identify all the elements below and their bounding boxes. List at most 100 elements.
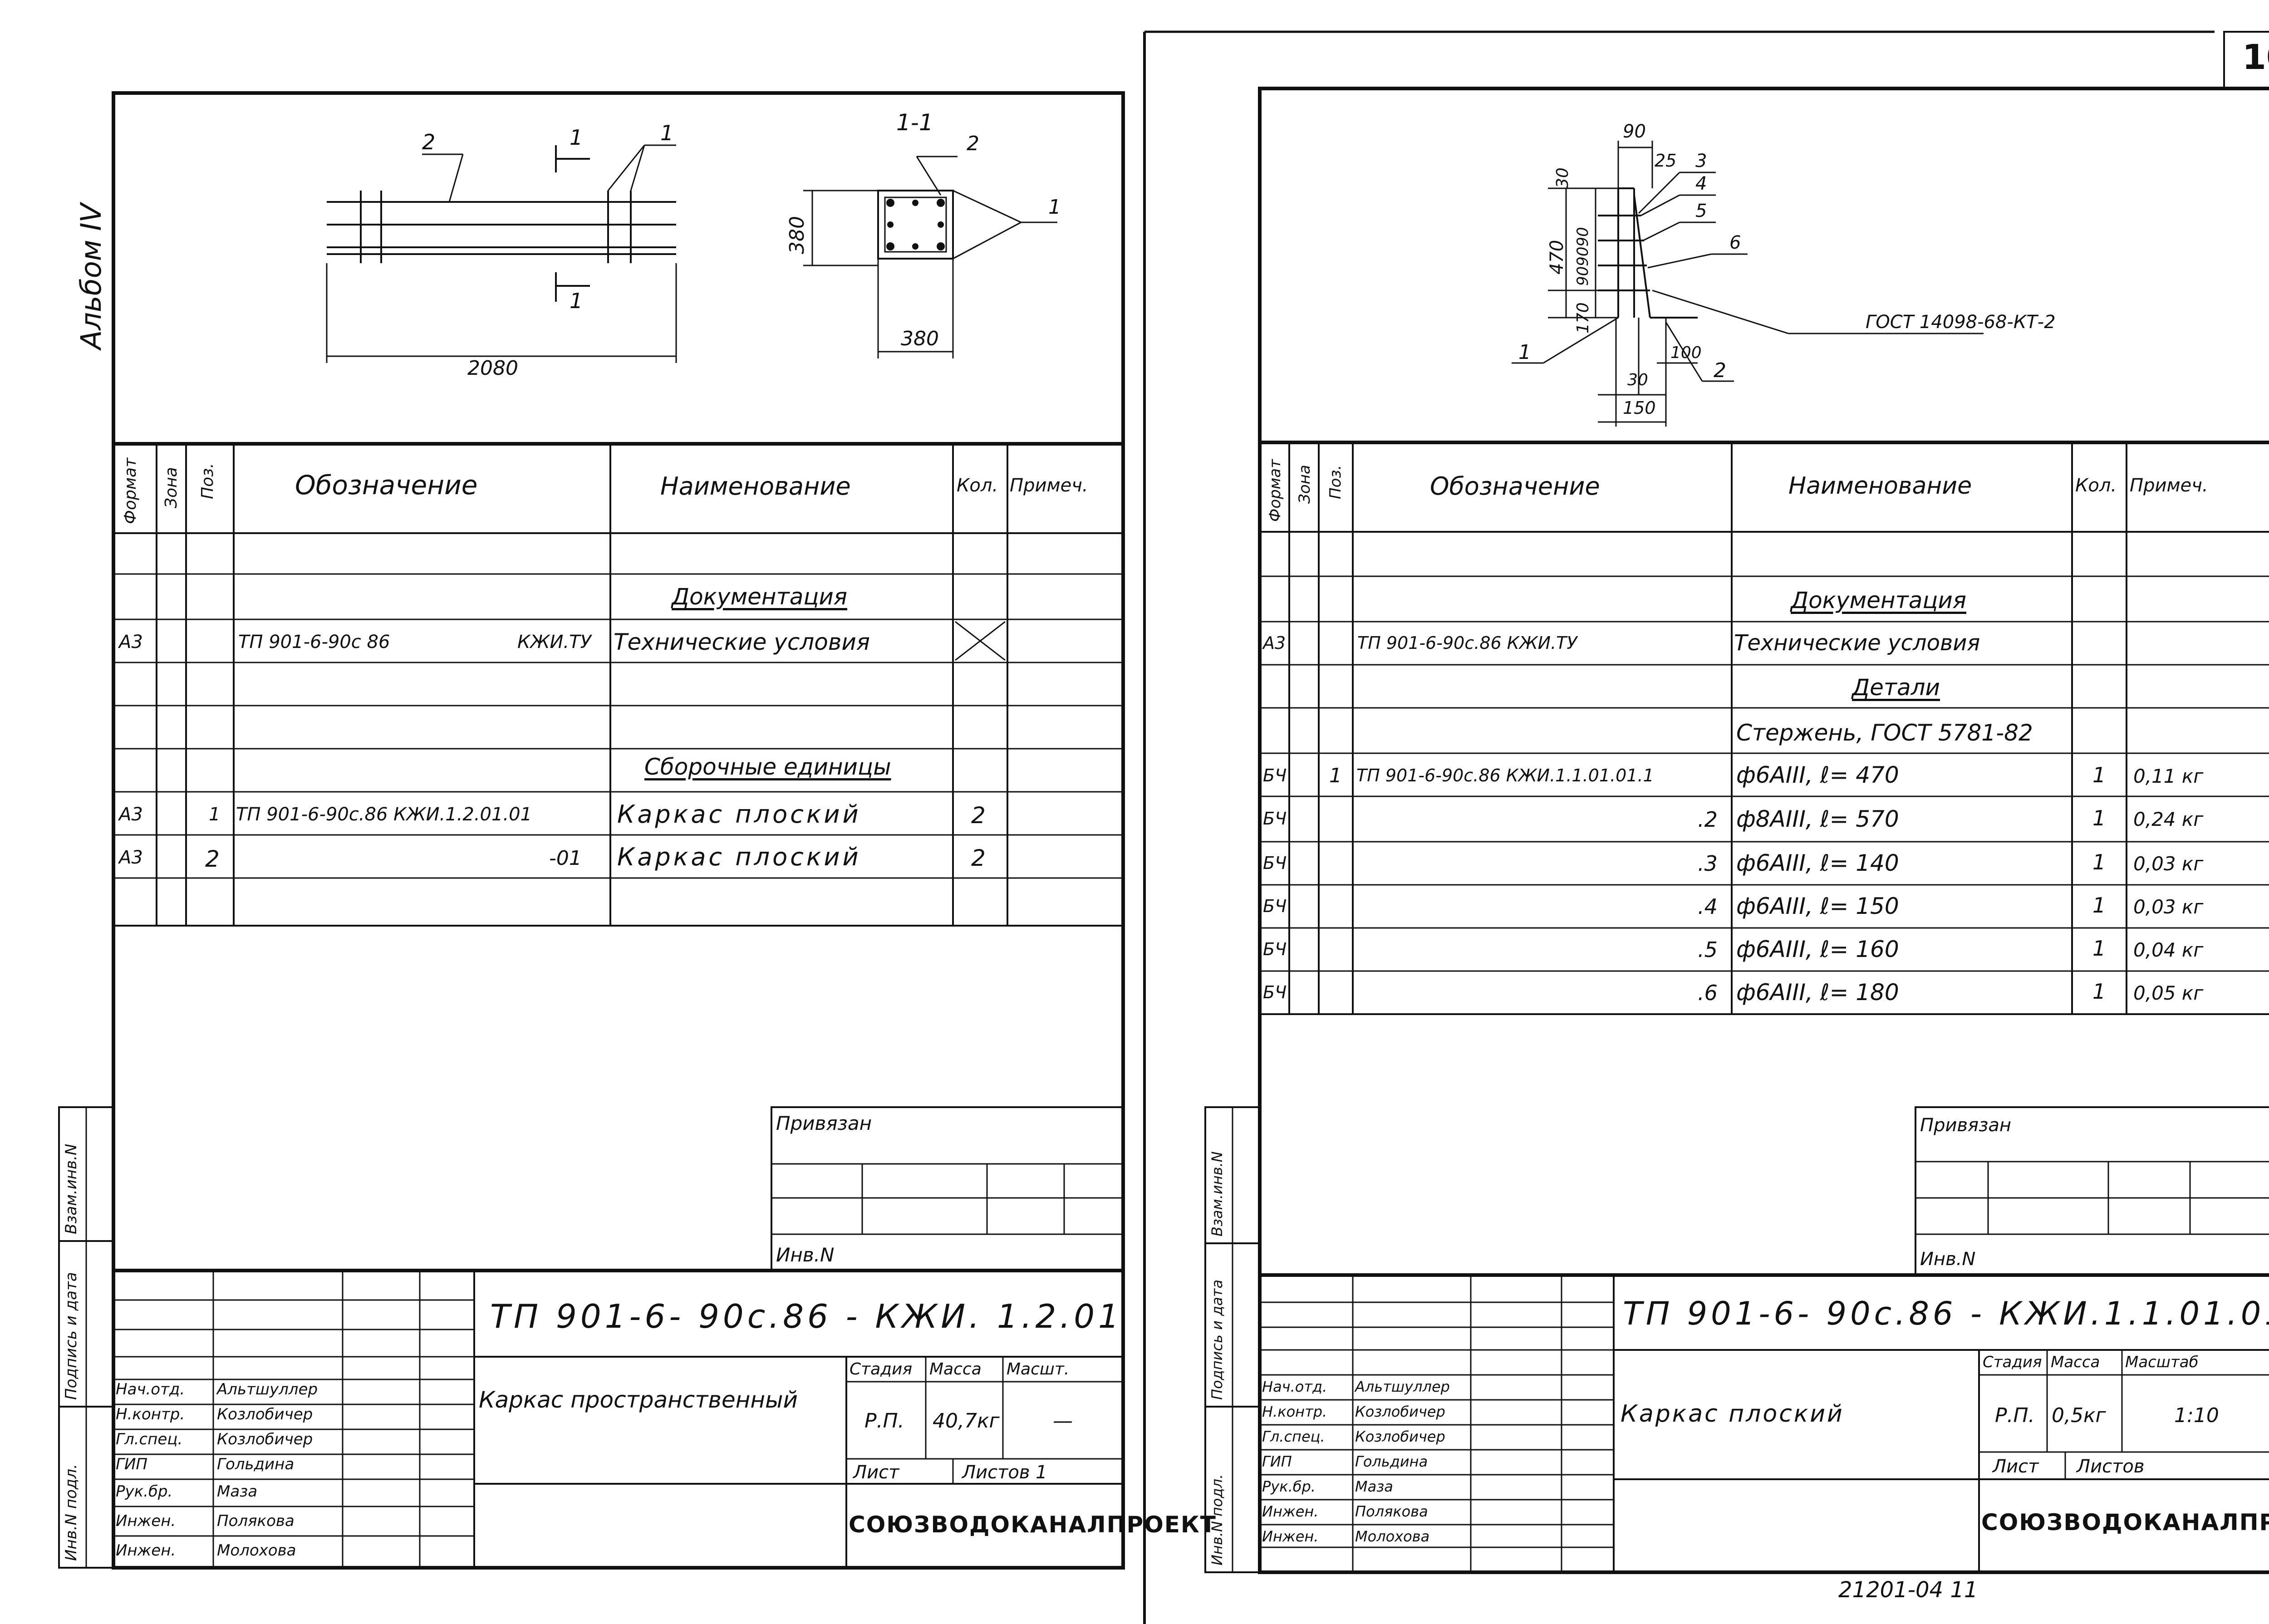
sig-name: Козлобичер xyxy=(1355,1428,1445,1445)
row-designation-suffix: КЖИ.ТУ xyxy=(517,632,591,653)
sig-name: Альтшуллер xyxy=(217,1380,318,1398)
row-pos: 2 xyxy=(205,846,220,872)
callout-5: 5 xyxy=(1695,201,1707,221)
row-doc-section: Документация xyxy=(1791,587,1966,613)
section-mark-bottom: 1 xyxy=(570,289,583,313)
callout-2: 2 xyxy=(1714,359,1726,382)
sig-name: Полякова xyxy=(1355,1503,1428,1520)
callout-1: 1 xyxy=(1518,341,1531,364)
sig-role: ГИП xyxy=(116,1455,147,1473)
sig-name: Козлобичер xyxy=(217,1430,313,1448)
sig-role: Инжен. xyxy=(1262,1528,1319,1545)
row-qty: 2 xyxy=(971,845,986,871)
row-doc-section: Документация xyxy=(672,584,847,610)
mass-value: 0,5кг xyxy=(2052,1404,2106,1427)
row-designation: .5 xyxy=(1698,937,1718,962)
row-note: 0,05 кг xyxy=(2133,982,2204,1004)
col-zone: Зона xyxy=(162,467,181,508)
dim-100: 100 xyxy=(1670,343,1702,362)
section-mark-top: 1 xyxy=(570,125,583,150)
dim-25: 25 xyxy=(1655,151,1677,171)
sheet-label: Лист xyxy=(853,1462,899,1483)
col-pos: Поз. xyxy=(1326,465,1345,499)
sig-role: Инжен. xyxy=(116,1541,176,1560)
row-name: ф6АIII, ℓ= 150 xyxy=(1736,893,1899,919)
scale-value: — xyxy=(1053,1409,1073,1433)
row-name: Технические условия xyxy=(1734,630,1980,656)
row-qty: 1 xyxy=(2092,893,2106,917)
row-format: А3 xyxy=(119,804,143,825)
side-label-podpis: Подпись и дата xyxy=(1208,1279,1226,1400)
sig-role: Гл.спец. xyxy=(116,1430,183,1448)
sig-role: Н.контр. xyxy=(1262,1403,1327,1420)
col-zone: Зона xyxy=(1296,465,1314,504)
row-qty: 1 xyxy=(2092,763,2106,787)
sig-name: Молохова xyxy=(1355,1528,1430,1545)
row-format: БЧ xyxy=(1263,765,1287,785)
col-name: Наименование xyxy=(1788,472,1972,500)
sig-role: Нач.отд. xyxy=(116,1380,185,1398)
row-format: БЧ xyxy=(1263,982,1287,1002)
sig-role: Рук.бр. xyxy=(116,1482,173,1501)
callout-6: 6 xyxy=(1729,232,1741,253)
sheet-label: Лист xyxy=(1993,1456,2039,1477)
company-name: СОЮЗВОДОКАНАЛПРОЕКТ xyxy=(1981,1509,2269,1536)
dim-2080: 2080 xyxy=(467,357,518,380)
dim-170: 170 xyxy=(1574,302,1592,334)
sig-role: Н.контр. xyxy=(116,1405,185,1423)
sig-role: Нач.отд. xyxy=(1262,1378,1327,1395)
sheets-label: Листов xyxy=(2077,1456,2145,1477)
stage-label: Стадия xyxy=(850,1360,913,1379)
sig-name: Гольдина xyxy=(1355,1453,1428,1470)
sig-role: Инжен. xyxy=(116,1512,176,1530)
row-name: ф8АIII, ℓ= 570 xyxy=(1736,806,1899,832)
row-qty: 1 xyxy=(2092,806,2106,830)
dim-470: 470 xyxy=(1547,240,1567,275)
right-sheet-frame xyxy=(1204,31,2269,1574)
row-note: 0,03 кг xyxy=(2133,853,2204,875)
row-name: ф6АIII, ℓ= 140 xyxy=(1736,850,1899,876)
privyazan-label: Привязан xyxy=(776,1112,872,1134)
row-designation: ТП 901-6-90с.86 КЖИ.ТУ xyxy=(1357,633,1577,653)
dim-30-bottom: 30 xyxy=(1627,371,1648,389)
row-name: Каркас плоский xyxy=(617,843,861,871)
sig-name: Гольдина xyxy=(217,1455,295,1473)
company-name: СОЮЗВОДОКАНАЛПРОЕКТ xyxy=(849,1511,1217,1538)
col-name: Наименование xyxy=(660,472,851,500)
row-qty: 1 xyxy=(2092,936,2106,961)
col-qty: Кол. xyxy=(2075,475,2117,496)
sig-name: Маза xyxy=(217,1482,258,1501)
section-callout-2: 2 xyxy=(967,132,979,155)
right-sheet: 10 90 25 30 470 909090 170 30 150 100 3 … xyxy=(1144,0,2269,1624)
row-qty: 1 xyxy=(2092,979,2106,1004)
sig-name: Козлобичер xyxy=(217,1405,313,1423)
dim-150: 150 xyxy=(1623,398,1656,418)
col-designation: Обозначение xyxy=(295,470,478,500)
callout-4: 4 xyxy=(1695,173,1707,194)
row-name: Технические условия xyxy=(614,629,870,655)
side-label-vzam: Взам.инв.N xyxy=(1208,1151,1226,1236)
col-pos: Поз. xyxy=(198,463,217,499)
side-label-inv-podl: Инв.N подл. xyxy=(62,1464,80,1561)
title-code: ТП 901-6- 90с.86 - КЖИ. 1.2.01 xyxy=(490,1297,1123,1335)
row-qty: 1 xyxy=(2092,850,2106,874)
inv-n-label: Инв.N xyxy=(1920,1249,1976,1270)
sheets-label: Листов 1 xyxy=(962,1462,1047,1483)
col-note: Примеч. xyxy=(1010,475,1088,496)
col-format: Формат xyxy=(1266,459,1284,522)
sig-name: Маза xyxy=(1355,1478,1393,1495)
col-format: Формат xyxy=(121,457,140,524)
row-format: БЧ xyxy=(1263,896,1287,916)
mass-value: 40,7кг xyxy=(933,1409,1000,1433)
row-qty: 2 xyxy=(971,802,986,829)
col-note: Примеч. xyxy=(2130,475,2208,496)
title-code: ТП 901-6- 90с.86 - КЖИ.1.1.01.01 xyxy=(1623,1295,2269,1332)
sig-role: Рук.бр. xyxy=(1262,1478,1316,1495)
sig-role: Гл.спец. xyxy=(1262,1428,1325,1445)
callout-1: 1 xyxy=(660,121,674,145)
section-title: 1-1 xyxy=(896,109,933,136)
sig-name: Полякова xyxy=(217,1512,295,1530)
title-name: Каркас плоский xyxy=(1621,1400,1844,1428)
row-note: 0,24 кг xyxy=(2133,808,2204,830)
page-number: 10 xyxy=(2242,37,2269,77)
